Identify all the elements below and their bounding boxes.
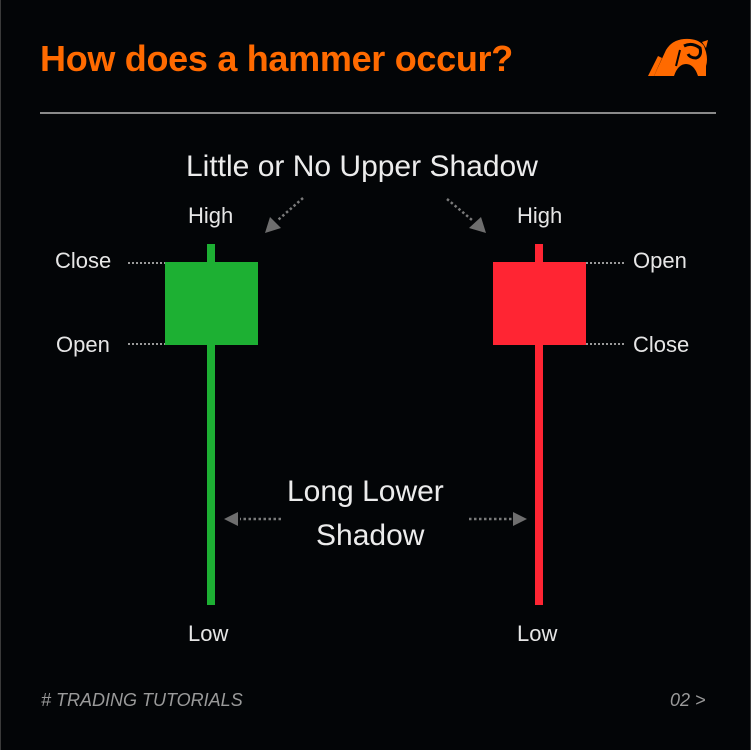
bullish-open-label: Open [56,332,110,357]
bearish-candle-body [493,262,586,345]
bullish-candle-body [165,262,258,345]
bearish-high-label: High [517,203,563,228]
bearish-candle-wick [535,244,543,605]
lower-shadow-caption-line2: Shadow [316,519,425,552]
bearish-close-label: Close [633,332,690,357]
bullish-close-label: Close [55,248,112,273]
bull-head-logo-icon [648,38,708,76]
bearish-low-label: Low [517,621,558,646]
page-title: How does a hammer occur? [40,38,513,79]
bullish-high-label: High [188,203,234,228]
series-label: # TRADING TUTORIALS [41,690,243,710]
upper-shadow-caption: Little or No Upper Shadow [186,150,538,183]
page-indicator[interactable]: 02 > [670,690,706,710]
bullish-candle-wick [207,244,215,605]
lower-shadow-caption-line1: Long Lower [287,475,444,508]
bearish-open-label: Open [633,248,687,273]
header-divider [40,112,716,114]
bullish-low-label: Low [188,621,229,646]
